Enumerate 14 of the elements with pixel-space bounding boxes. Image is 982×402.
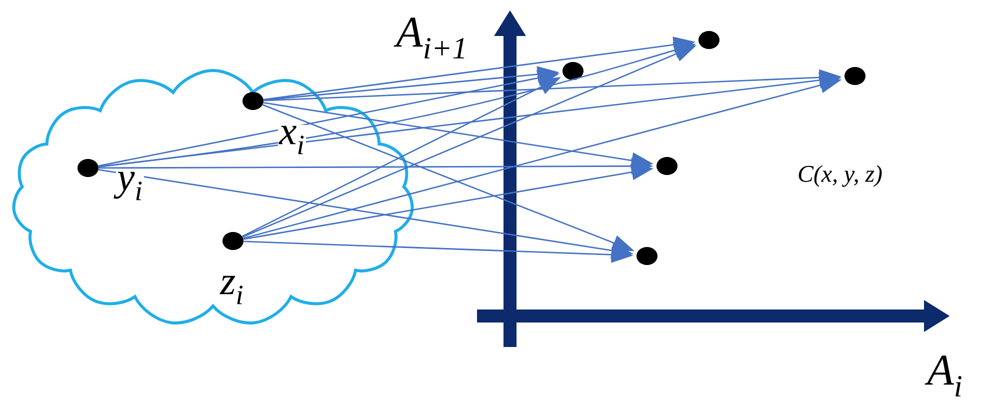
dot	[222, 232, 244, 250]
dot	[636, 247, 658, 265]
cloud-shape	[12, 69, 414, 324]
dot	[844, 67, 866, 85]
axis-label: A$_{i+1}$	[394, 16, 469, 60]
dot	[698, 31, 720, 49]
dot	[78, 159, 98, 177]
point-label: x$_{i}$	[278, 124, 306, 156]
function-label: C(x, y, z)	[796, 164, 884, 188]
axis-label: A$_{i}$	[924, 354, 964, 398]
dot	[242, 92, 264, 110]
point-label: z$_{i}$	[219, 274, 245, 306]
point-label: y$_{i}$	[114, 170, 144, 202]
dot	[656, 157, 678, 175]
